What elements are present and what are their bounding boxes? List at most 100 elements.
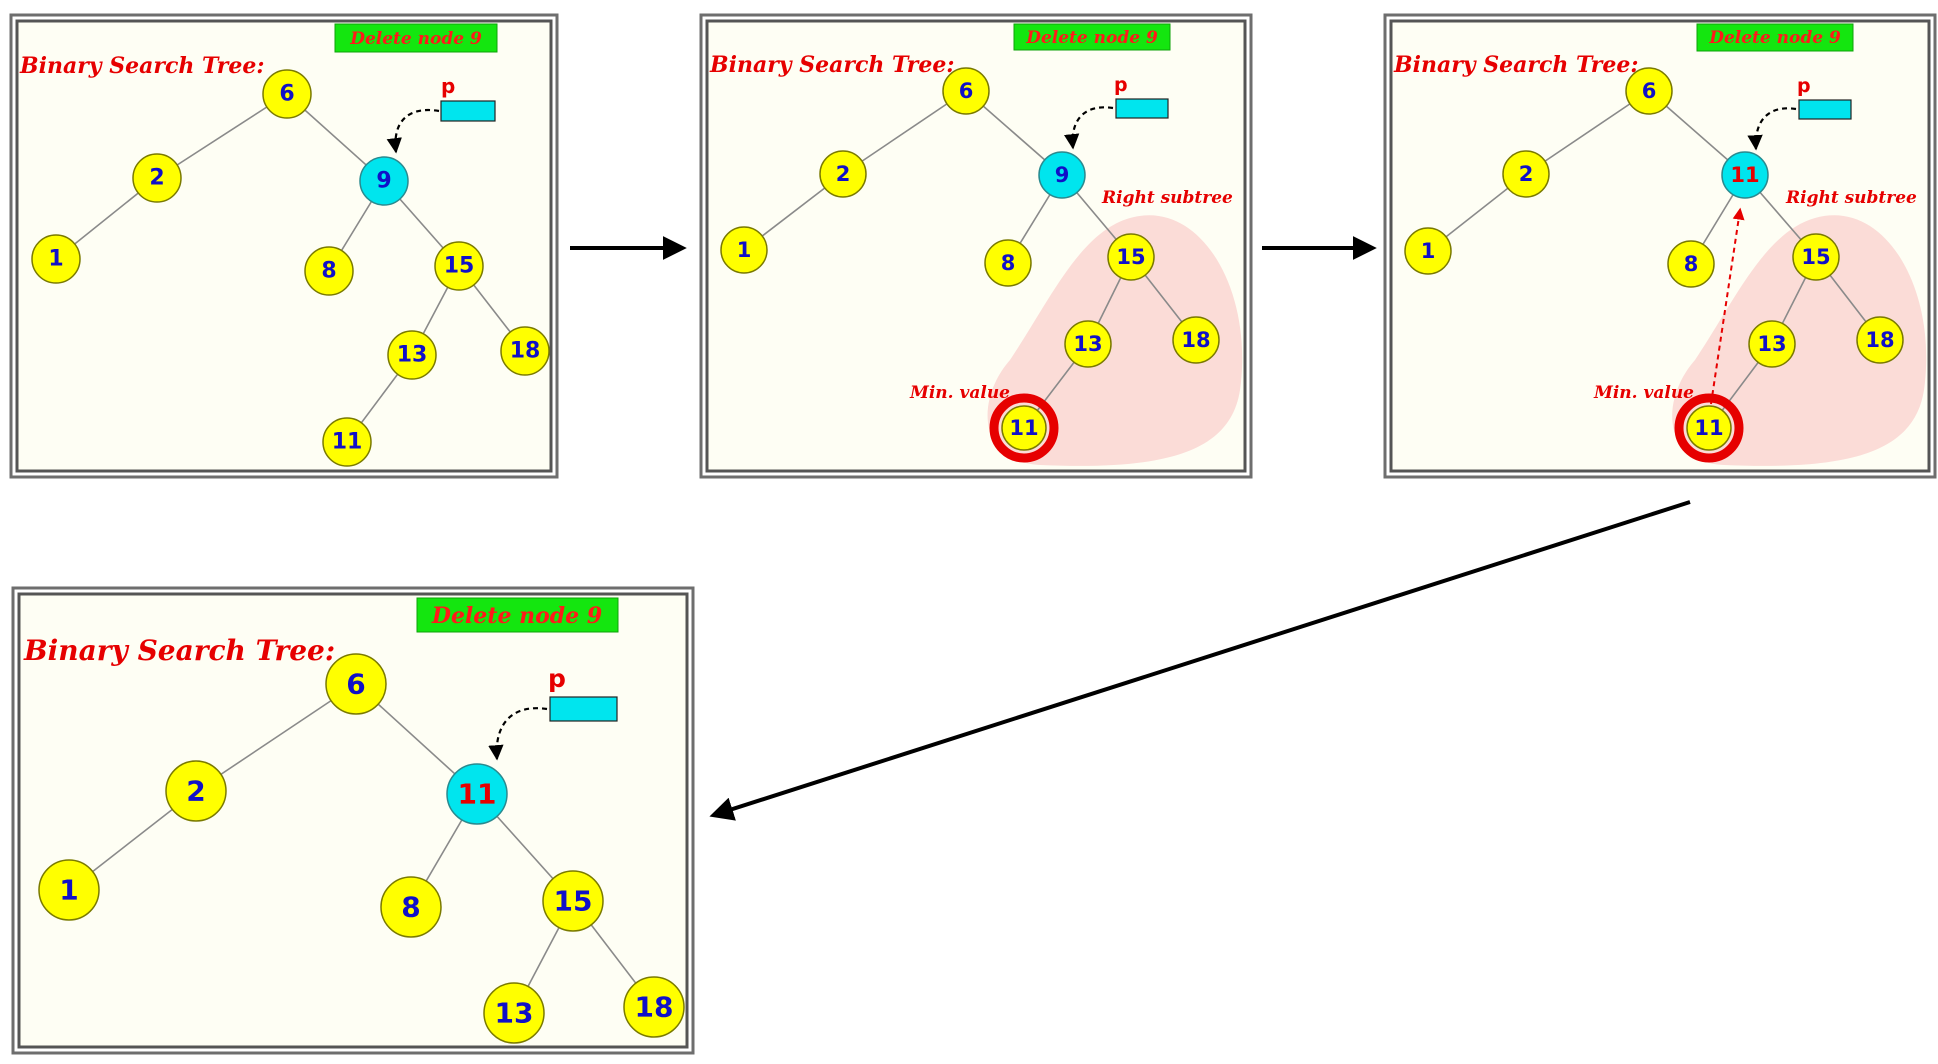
node-value: 15 — [444, 254, 475, 279]
node-circle-target — [446, 763, 508, 825]
node: 18 — [1856, 316, 1904, 364]
node: 13 — [1748, 320, 1796, 368]
node: 18 — [500, 326, 550, 376]
panel-title: Binary Search Tree: — [23, 634, 335, 667]
pointer-box — [549, 696, 618, 722]
node-value: 2 — [186, 775, 205, 808]
node-value: 11 — [1009, 416, 1038, 440]
node-circle-target — [1038, 151, 1086, 199]
node-circle — [387, 330, 437, 380]
node-circle — [132, 153, 182, 203]
node-value-replaced: 11 — [1730, 163, 1759, 187]
node-value: 18 — [1181, 328, 1210, 352]
node: 18 — [623, 976, 685, 1038]
node-value: 11 — [1694, 416, 1723, 440]
node: 15 — [542, 870, 604, 932]
node-value: 15 — [554, 885, 593, 918]
pointer-arrow — [488, 707, 548, 761]
node-circle — [483, 982, 545, 1044]
badge-text: Delete node 9 — [349, 29, 482, 49]
panel-title: Binary Search Tree: — [709, 52, 955, 78]
node-value: 18 — [1865, 328, 1894, 352]
node-value: 6 — [346, 668, 365, 701]
node: 6 — [262, 69, 312, 119]
min-value-label: Min. value — [1593, 383, 1694, 403]
tree-nodes: 6 2 11 1 8 15 13 18 — [38, 653, 685, 1044]
badge-text: Delete node 9 — [1025, 28, 1158, 48]
panel-step-1: Delete node 9 Binary Search Tree: p 6 2 … — [9, 13, 559, 479]
edge-6-2 — [842, 90, 967, 175]
pointer-box — [1115, 98, 1169, 119]
node: 11 — [446, 763, 508, 825]
tree-nodes: 6 2 9 1 8 15 13 18 11 — [720, 67, 1220, 463]
node-circle — [500, 326, 550, 376]
node-value: 2 — [1519, 162, 1534, 186]
copy-min-value-arrow — [1710, 207, 1745, 405]
node: 15 — [434, 241, 484, 291]
node: 15 — [1107, 233, 1155, 281]
node-circle — [1856, 316, 1904, 364]
node-value: 1 — [48, 247, 63, 272]
node-value: 13 — [495, 997, 534, 1030]
min-value-label: Min. value — [909, 383, 1010, 403]
pointer-arrow — [386, 108, 440, 154]
node-circle — [31, 234, 81, 284]
flow-arrow-3-to-4 — [709, 500, 1691, 821]
node-value: 15 — [1116, 245, 1145, 269]
node-circle — [304, 246, 354, 296]
node: 8 — [1667, 240, 1715, 288]
node-value: 1 — [1421, 239, 1436, 263]
node: 11 — [322, 417, 372, 467]
badge-text: Delete node 9 — [1708, 28, 1841, 48]
right-subtree-highlight — [1672, 215, 1927, 466]
node-circle-target — [359, 156, 409, 206]
edge-6-2 — [156, 93, 288, 179]
node: 1 — [31, 234, 81, 284]
badge-text: Delete node 9 — [431, 603, 602, 629]
node-value: 13 — [397, 343, 428, 368]
node: 13 — [483, 982, 545, 1044]
node: 18 — [1172, 316, 1220, 364]
node-circle — [1625, 67, 1673, 115]
node: 11 — [989, 393, 1059, 463]
node-circle — [1686, 405, 1732, 451]
pointer-label: p — [548, 664, 566, 693]
node: 6 — [942, 67, 990, 115]
node-value: 8 — [401, 891, 420, 924]
node-circle — [434, 241, 484, 291]
node-circle — [1107, 233, 1155, 281]
node-circle — [1502, 150, 1550, 198]
edge-6-2 — [1525, 90, 1650, 175]
node-circle — [942, 67, 990, 115]
node: 2 — [132, 153, 182, 203]
node-value: 9 — [1055, 163, 1070, 187]
pointer-label: p — [1797, 75, 1811, 97]
node: 6 — [325, 653, 387, 715]
node: 15 — [1792, 233, 1840, 281]
node: 11 — [1674, 393, 1744, 463]
node-value-replaced: 11 — [458, 778, 497, 811]
node-value: 18 — [510, 339, 541, 364]
badge — [334, 23, 498, 53]
node-value: 1 — [737, 238, 752, 262]
panel-step-3: Delete node 9 Binary Search Tree: p Righ… — [1383, 13, 1937, 479]
node-circle — [322, 417, 372, 467]
node-circle — [1748, 320, 1796, 368]
node-circle — [1001, 405, 1047, 451]
tree-nodes: 6 2 9 1 8 15 13 18 11 — [31, 69, 550, 467]
node: 9 — [359, 156, 409, 206]
node: 8 — [304, 246, 354, 296]
node-circle — [984, 239, 1032, 287]
node-circle — [623, 976, 685, 1038]
node-value: 2 — [149, 166, 164, 191]
panel-title: Binary Search Tree: — [19, 53, 265, 79]
node-value: 1 — [59, 874, 78, 907]
panel-step-2: Delete node 9 Binary Search Tree: p Righ… — [699, 13, 1253, 479]
node: 2 — [819, 150, 867, 198]
tree-nodes: 6 2 11 1 8 15 13 18 11 — [1404, 67, 1904, 463]
right-subtree-label: Right subtree — [1101, 188, 1233, 208]
node-circle-target — [1721, 151, 1769, 199]
node-circle — [165, 760, 227, 822]
node-circle — [1172, 316, 1220, 364]
